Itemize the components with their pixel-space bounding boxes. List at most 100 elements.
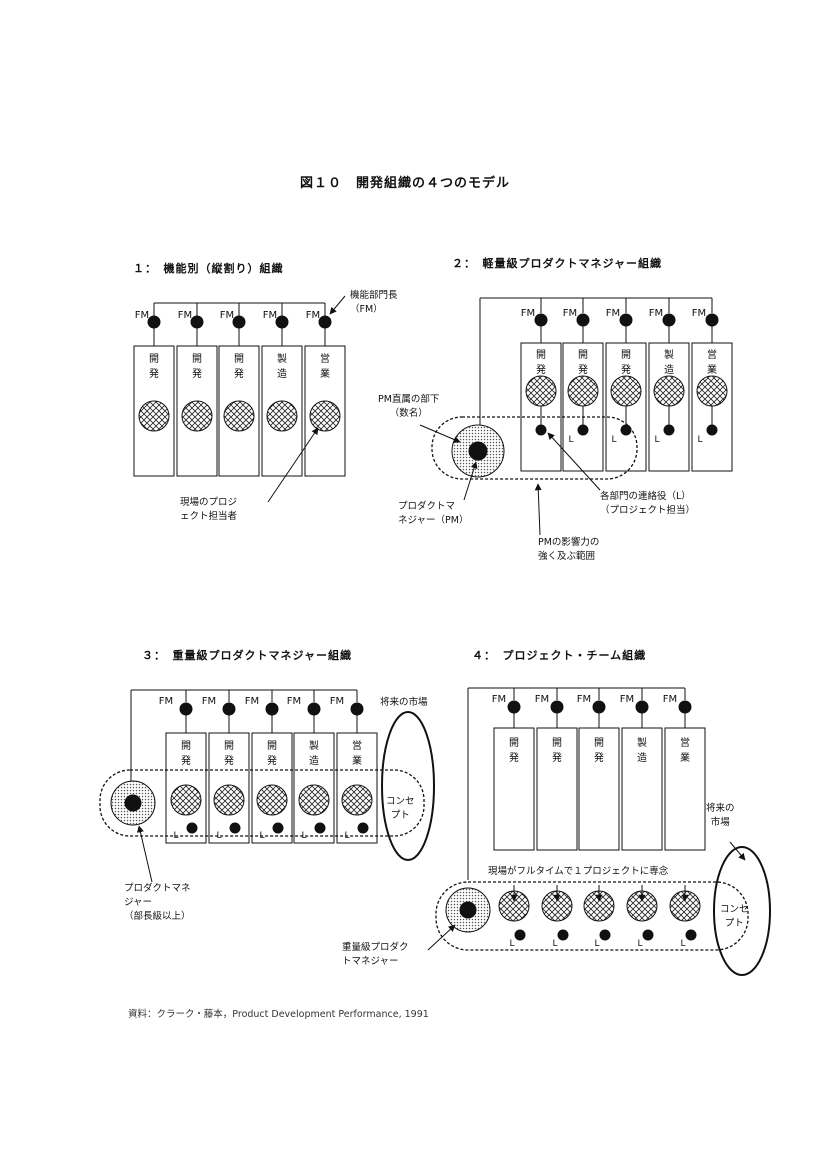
panel-2-department-label: 業	[707, 363, 717, 376]
panel-3-title: ３： 重量級プロダクトマネジャー組織	[142, 649, 352, 662]
panel-4-department-column	[621, 727, 663, 851]
panel-4-fm-label: FM	[620, 694, 634, 705]
panel-4-market-arrow	[729, 841, 746, 861]
panel-2-liaison-node	[663, 424, 675, 436]
panel-4-title: ４： プロジェクト・チーム組織	[472, 649, 647, 662]
panel-3-project-member	[213, 784, 245, 816]
panel-2-fm-node	[619, 313, 633, 327]
panel-1-department-label: 発	[149, 367, 159, 380]
panel-4-l-label: L	[594, 939, 599, 949]
panel-1-department-label: 営	[320, 352, 330, 365]
panel-3-fm-node	[350, 702, 364, 716]
panel-3-department-label: 開	[181, 740, 191, 752]
panel-1-fm-node	[232, 315, 246, 329]
panel-3-department-label: 発	[181, 754, 191, 767]
panel-4-fm-label: FM	[577, 694, 591, 705]
panel-3-department-label: 営	[352, 739, 362, 752]
panel-4-l-label: L	[509, 939, 514, 949]
panel-2-department-label: 発	[578, 363, 588, 376]
panel-4-department-label: 造	[637, 751, 647, 764]
figure-title: 図１０ 開発組織の４つのモデル	[300, 176, 511, 191]
panel-1-fm-node	[275, 315, 289, 329]
panel-1-project-member	[266, 400, 298, 432]
panel-3-department-label: 造	[309, 754, 319, 767]
panel-4-department-column	[493, 727, 535, 851]
panel-4-liaison-node	[685, 929, 697, 941]
panel-3-fm-node	[222, 702, 236, 716]
panel-2-l-label: L	[697, 435, 702, 445]
panel-2-pm-label: プロダクトマ ネジャー（PM）	[398, 501, 469, 526]
panel-4-market-ellipse	[713, 846, 771, 976]
panel-4-fm-node	[550, 700, 564, 714]
panel-3-department-label: 発	[267, 754, 277, 767]
panel-2-fm-label: FM	[606, 308, 620, 319]
panel-1-fm-node	[190, 315, 204, 329]
panel-2-liaison-arrow	[547, 432, 601, 491]
panel-2-liaison-node	[620, 424, 632, 436]
panel-1-fm-label: FM	[306, 310, 320, 321]
panel-3-l-label: L	[216, 831, 221, 841]
panel-3-fm-label: FM	[159, 696, 173, 707]
panel-4-l-label: L	[552, 939, 557, 949]
panel-3-pm-node	[124, 794, 142, 812]
panel-2-influence-arrow	[534, 483, 542, 536]
panel-3-fm-node	[307, 702, 321, 716]
panel-2-pm-arrow	[463, 461, 478, 501]
panel-4-fm-label: FM	[535, 694, 549, 705]
panel-3-liaison-node	[272, 822, 284, 834]
panel-4-l-label: L	[637, 939, 642, 949]
panel-3-fm-node	[265, 702, 279, 716]
panel-2-department-label: 発	[536, 363, 546, 376]
panel-4-department-column	[578, 727, 620, 851]
panel-4-department-label: 発	[552, 751, 562, 764]
panel-1-fm-label: FM	[263, 310, 277, 321]
panel-1-fm-label: FM	[220, 310, 234, 321]
panel-3-fm-label: FM	[202, 696, 216, 707]
panel-2-liaison-label: 各部門の連絡役（L） （プロジェクト担当）	[600, 491, 696, 516]
panel-2-department-label: 発	[621, 363, 631, 376]
panel-2-fm-node	[576, 313, 590, 327]
panel-1-fm-label: FM	[178, 310, 192, 321]
panel-1-worker-arrow	[267, 427, 319, 503]
panel-2-pm-node	[468, 441, 488, 461]
panel-4-fm-label: FM	[663, 694, 677, 705]
panel-3-liaison-node	[357, 822, 369, 834]
panel-1-project-member	[138, 400, 170, 432]
panel-3-market-ellipse	[381, 711, 435, 861]
panel-2-l-label: L	[611, 435, 616, 445]
panel-1-department-label: 造	[277, 367, 287, 380]
panel-1-project-member	[309, 400, 341, 432]
panel-4-fm-node	[678, 700, 692, 714]
panel-2-fm-label: FM	[563, 308, 577, 319]
panel-4-l-label: L	[680, 939, 685, 949]
panel-4-fm-label: FM	[492, 694, 506, 705]
panel-1-fm-label: FM	[135, 310, 149, 321]
panel-4-department-label: 開	[594, 737, 604, 749]
panel-4-liaison-node	[557, 929, 569, 941]
panel-4-liaison-node	[599, 929, 611, 941]
panel-2-fm-node	[662, 313, 676, 327]
panel-2-fm-node	[534, 313, 548, 327]
panel-4-department-label: 発	[509, 751, 519, 764]
panel-1-department-label: 開	[149, 353, 159, 365]
panel-3-pm-arrow	[137, 825, 153, 883]
panel-3-fm-node	[179, 702, 193, 716]
panel-1-department-label: 業	[320, 367, 330, 380]
panel-2-staff-label: PM直属の部下 （数名）	[378, 394, 440, 419]
panel-4-department-label: 業	[680, 751, 690, 764]
panel-2-department-label: 造	[664, 363, 674, 376]
panel-2-influence-label: PMの影響力の 強く及ぶ範囲	[538, 537, 600, 562]
panel-2-department-label: 営	[707, 348, 717, 361]
panel-3-concept-label: コンセ プト	[386, 796, 415, 821]
panel-2-l-label: L	[568, 435, 573, 445]
panel-4-liaison-node	[642, 929, 654, 941]
panel-4-pm-label: 重量級プロダク トマネジャー	[342, 942, 409, 967]
panel-3-pm-label: プロダクトマネ ジャー （部長級以上）	[124, 883, 191, 922]
panel-3-l-label: L	[301, 831, 306, 841]
panel-3-liaison-node	[314, 822, 326, 834]
panel-3-liaison-node	[186, 822, 198, 834]
panel-2-liaison-node	[535, 424, 547, 436]
panel-2-fm-label: FM	[692, 308, 706, 319]
panel-2-fm-label: FM	[521, 308, 535, 319]
panel-1-department-label: 発	[234, 367, 244, 380]
